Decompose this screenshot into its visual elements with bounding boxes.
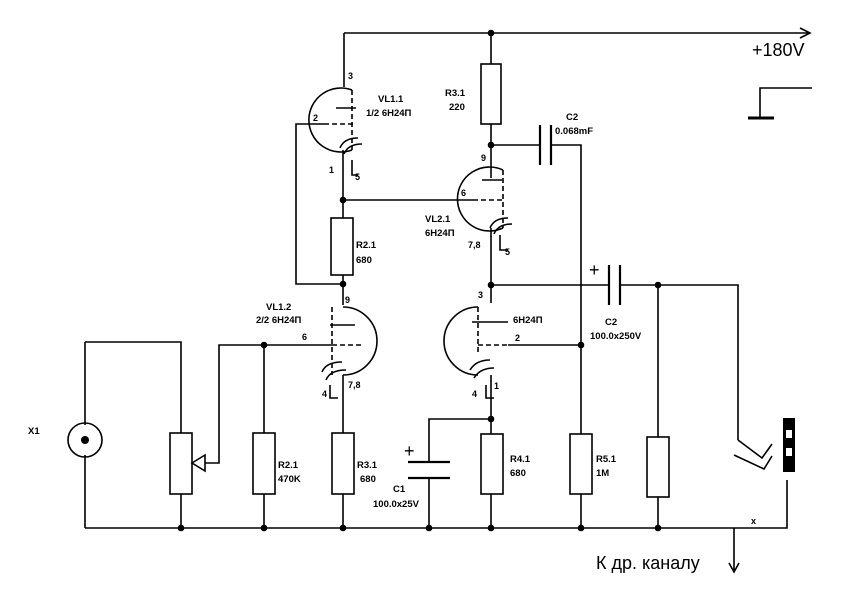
pin-vl11-grid: 2	[313, 113, 318, 123]
resistors	[169, 63, 670, 498]
label-r31-top-name: R3.1	[445, 88, 466, 99]
c1-wire	[428, 418, 491, 528]
potentiometer	[169, 432, 193, 495]
supply-rail	[344, 27, 812, 39]
label-vl21-type: 6Н24П	[425, 228, 455, 239]
label-r21-cathode-value: 680	[356, 255, 372, 266]
label-vl21-name: VL2.1	[425, 214, 451, 225]
label-c2-top-value: 0.068mF	[555, 126, 593, 137]
resistor-r51	[569, 433, 593, 495]
pin-vl22-heater: 4	[472, 389, 477, 399]
label-c2-top-name: C2	[566, 112, 578, 123]
label-c1-name: C1	[393, 484, 406, 495]
tube-vl11	[308, 87, 363, 176]
label-r31-bottom-name: R3.1	[357, 460, 378, 471]
resistor-r21-cathode	[330, 217, 354, 276]
pin-vl21-grid: 6	[461, 188, 466, 198]
pin-vl21-cathode: 7,8	[468, 240, 481, 250]
pin-vl11-anode: 3	[348, 71, 353, 81]
wires	[84, 27, 812, 574]
label-r51-value: 1M	[596, 468, 609, 479]
label-c2-out-name: C2	[605, 317, 617, 328]
pin-vl22-grid: 2	[515, 333, 520, 343]
label-vl11-type: 1/2 6Н24П	[366, 108, 412, 119]
supply-label: +180V	[752, 40, 805, 60]
label-x1: X1	[28, 426, 40, 437]
resistor-right	[646, 436, 670, 498]
label-r21-cathode-name: R2.1	[356, 240, 377, 251]
jack-contact-bottom	[733, 454, 773, 471]
pin-vl12-grid: 6	[302, 332, 307, 342]
jack-contact-top	[737, 439, 773, 460]
label-vl22-type: 6Н24П	[513, 315, 543, 326]
tube-vl21	[456, 166, 513, 251]
label-r31-top-value: 220	[449, 102, 465, 113]
junction-dots	[177, 29, 662, 532]
x1-connector	[67, 422, 103, 458]
tube-vl12	[321, 306, 378, 399]
pin-vl11-cathode: 1	[329, 165, 334, 175]
capacitor-c2-out	[607, 265, 622, 305]
label-r21-grid-name: R2.1	[278, 460, 299, 471]
feedback-wire	[295, 123, 343, 285]
capacitor-c1	[408, 460, 450, 480]
label-r21-grid-value: 470K	[278, 474, 301, 485]
pin-vl12-cathode: 7,8	[348, 380, 361, 390]
resistor-r41	[480, 433, 504, 495]
capacitor-c2-top	[538, 125, 553, 165]
pin-vl12-heater: 4	[322, 389, 327, 399]
resistor-r31-bottom	[331, 432, 355, 495]
c2-top-wire	[491, 144, 582, 434]
pot-wiper-wire	[205, 344, 332, 464]
label-r51-name: R5.1	[596, 454, 617, 465]
ground-rail	[85, 480, 788, 529]
potentiometer-wiper	[190, 453, 206, 473]
pin-vl21-heater: 5	[505, 247, 510, 257]
c2-plus-sign: +	[589, 260, 600, 280]
output-jack	[783, 418, 795, 472]
label-jack-x: x	[751, 516, 756, 526]
resistor-r31-top	[480, 63, 502, 125]
label-r41-value: 680	[510, 468, 526, 479]
label-r41-name: R4.1	[510, 454, 531, 465]
label-c1-value: 100.0x25V	[373, 499, 420, 510]
pin-vl12-anode: 9	[345, 295, 350, 305]
pin-vl22-cathode: 1	[494, 381, 499, 391]
label-vl12-name: VL1.2	[266, 302, 291, 313]
output-arrow	[728, 528, 740, 574]
pot-wire	[85, 341, 182, 528]
output-label: К др. каналу	[596, 553, 700, 573]
resistor-r21-grid	[252, 432, 276, 495]
pin-vl22-anode: 3	[478, 290, 483, 300]
pin-vl21-anode: 9	[481, 153, 486, 163]
ground-wire	[759, 87, 812, 117]
pin-vl11-heater: 5	[355, 172, 360, 182]
label-c2-out-value: 100.0x250V	[590, 331, 642, 342]
c1-plus-sign: +	[404, 441, 415, 461]
label-vl11-name: VL1.1	[378, 94, 404, 105]
tube-vl22	[443, 306, 508, 399]
label-vl12-type: 2/2 6Н24П	[256, 315, 302, 326]
output-wire	[491, 284, 739, 440]
label-r31-bottom-value: 680	[360, 474, 376, 485]
capacitors	[408, 125, 622, 480]
